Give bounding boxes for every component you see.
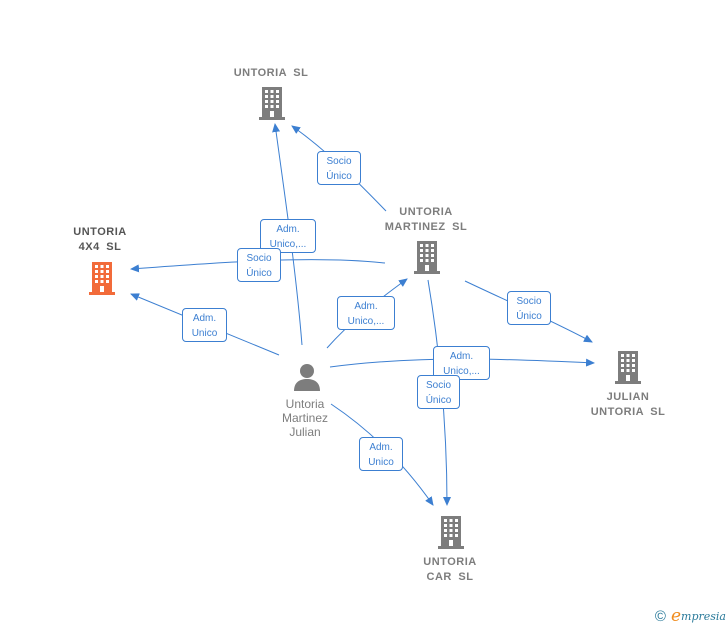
- edge-label-e7[interactable]: Adm. Unico,...: [433, 346, 490, 380]
- edge-label-e2[interactable]: Adm. Unico,...: [260, 219, 316, 253]
- building-icon[interactable]: [438, 515, 464, 554]
- person-icon[interactable]: [292, 363, 322, 396]
- edge-label-e1[interactable]: Socio Único: [317, 151, 361, 185]
- node-label[interactable]: Untoria Martinez Julian: [281, 397, 328, 439]
- building-icon[interactable]: [259, 86, 285, 125]
- node-label[interactable]: UNTORIA SL: [233, 67, 309, 79]
- node-label[interactable]: JULIAN UNTORIA SL: [590, 391, 666, 418]
- node-label[interactable]: UNTORIA CAR SL: [423, 556, 477, 583]
- node-label[interactable]: UNTORIA MARTINEZ SL: [384, 206, 468, 233]
- building-icon[interactable]: [414, 240, 440, 279]
- brand-initial: e: [670, 606, 682, 626]
- edge-label-e4[interactable]: Adm. Unico: [182, 308, 227, 342]
- node-label[interactable]: UNTORIA 4X4 SL: [73, 226, 127, 253]
- brand-name: mpresia: [681, 609, 726, 623]
- building-icon[interactable]: [89, 261, 115, 300]
- building-icon[interactable]: [615, 350, 641, 389]
- edge-label-e9[interactable]: Adm. Unico: [359, 437, 403, 471]
- edge-label-e6[interactable]: Socio Único: [507, 291, 551, 325]
- edge-label-e3[interactable]: Socio Único: [237, 248, 281, 282]
- footer-brand[interactable]: © e mpresia: [655, 606, 726, 626]
- copyright-symbol: ©: [654, 607, 666, 625]
- edge-label-e8[interactable]: Socio Único: [417, 375, 460, 409]
- edge-label-e5[interactable]: Adm. Unico,...: [337, 296, 395, 330]
